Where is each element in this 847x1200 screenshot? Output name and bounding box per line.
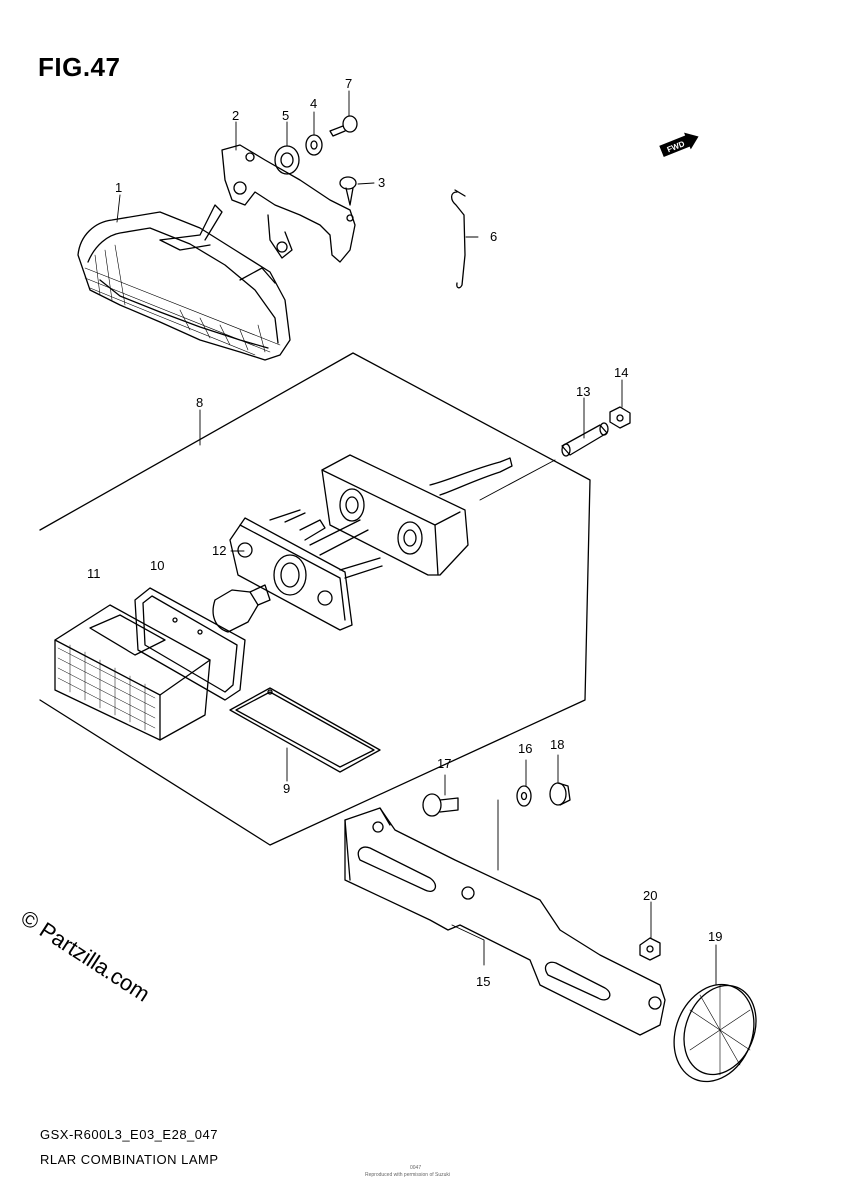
callout-15: 15: [476, 974, 490, 989]
plate: [229, 687, 381, 773]
callout-2: 2: [232, 108, 239, 123]
figure-title: FIG.47: [38, 52, 121, 82]
callout-18: 18: [550, 737, 564, 752]
bolt-7: [329, 115, 358, 137]
license-lamp-housing: [321, 454, 513, 576]
small-text: Reproduced with permission of Suzuki: [365, 1172, 451, 1178]
callout-14: 14: [614, 365, 628, 380]
callout-3: 3: [378, 175, 385, 190]
callout-labels: 1 2 3 4 5 6 7 8 9 10 11 12 13 14 15 16 1…: [87, 76, 722, 989]
lens: [54, 604, 211, 741]
callout-20: 20: [643, 888, 657, 903]
callout-5: 5: [282, 108, 289, 123]
callout-12: 12: [212, 543, 226, 558]
callout-6: 6: [490, 229, 497, 244]
nut-20: [639, 937, 661, 961]
callout-11: 11: [87, 566, 101, 581]
license-lamp-outline: [39, 352, 591, 846]
callout-19: 19: [708, 929, 722, 944]
grommet: [274, 145, 300, 175]
bolt-17: [422, 793, 459, 817]
small-code: 0047: [410, 1165, 422, 1171]
fwd-arrow-icon: FWD: [659, 132, 699, 158]
reflector: [673, 983, 757, 1083]
bulb: [212, 584, 271, 633]
washer-16: [516, 785, 532, 807]
socket-plate: [229, 509, 383, 631]
callout-1: 1: [115, 180, 122, 195]
washer: [305, 134, 323, 156]
lamp-bracket: [221, 144, 356, 263]
callout-7: 7: [345, 76, 352, 91]
callout-8: 8: [196, 395, 203, 410]
nut-18: [549, 782, 571, 806]
callout-17: 17: [437, 756, 451, 771]
callout-10: 10: [150, 558, 164, 573]
part-name: RLAR COMBINATION LAMP: [40, 1152, 219, 1167]
wire-clamp: [450, 189, 466, 289]
screw-3: [339, 176, 357, 206]
nut-14: [609, 406, 631, 429]
tail-lamp-assembly: [77, 204, 291, 361]
callout-13: 13: [576, 384, 590, 399]
leader-lines: [116, 90, 717, 986]
spacer: [561, 422, 609, 457]
callout-16: 16: [518, 741, 532, 756]
gasket: [134, 587, 246, 701]
license-bracket: [344, 807, 666, 1036]
callout-4: 4: [310, 96, 317, 111]
part-code: GSX-R600L3_E03_E28_047: [40, 1127, 218, 1142]
callout-9: 9: [283, 781, 290, 796]
